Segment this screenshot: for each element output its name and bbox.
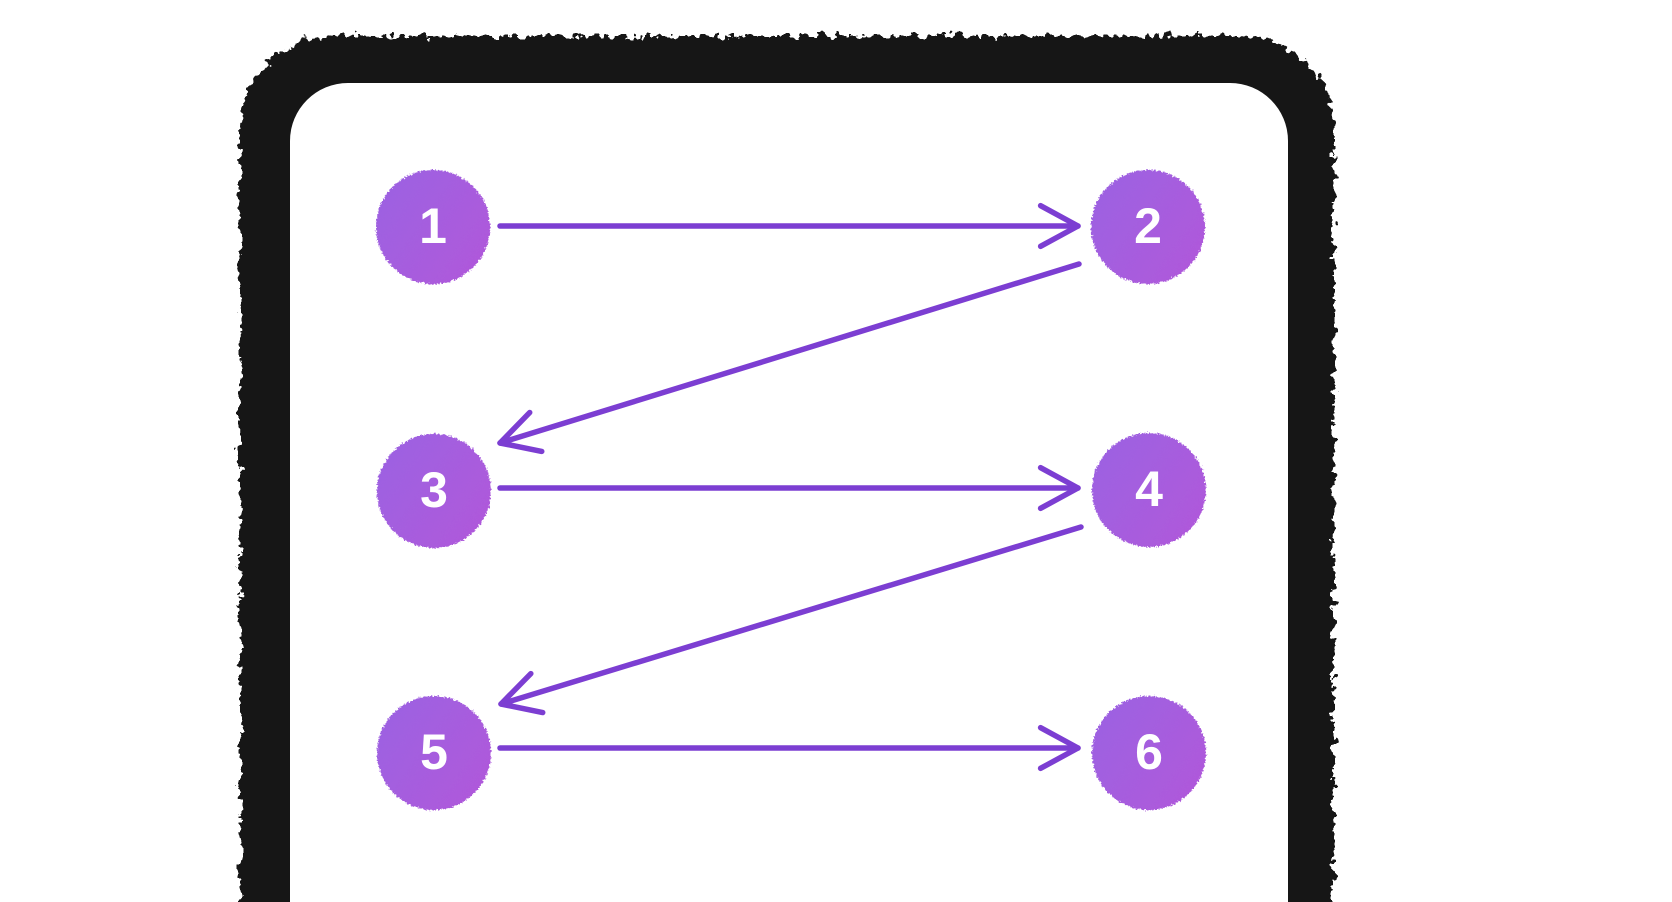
node-1-label: 1 <box>419 198 447 254</box>
edges-group <box>497 202 1084 772</box>
node-3-circle <box>377 434 491 548</box>
node-1-circle <box>376 170 490 284</box>
node-4-circle <box>1092 433 1206 547</box>
node-labels-group: 1 2 3 4 5 6 <box>419 198 1163 780</box>
node-2-label: 2 <box>1134 198 1162 254</box>
node-5-label: 5 <box>420 724 448 780</box>
node-4-label: 4 <box>1135 461 1163 517</box>
edge-2-3 <box>497 261 1082 455</box>
node-6-circle <box>1092 696 1206 810</box>
nodes-group <box>376 170 1206 810</box>
node-5-circle <box>377 696 491 810</box>
node-6-label: 6 <box>1135 724 1163 780</box>
node-3-label: 3 <box>420 462 448 518</box>
node-2-circle <box>1091 170 1205 284</box>
edge-4-5 <box>498 524 1084 716</box>
